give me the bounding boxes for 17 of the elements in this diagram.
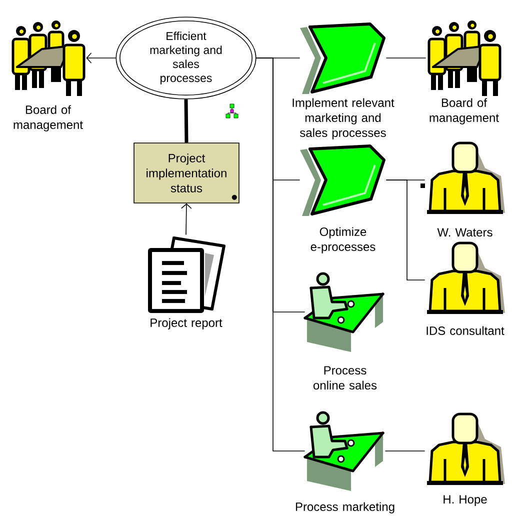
connector-line — [384, 450, 426, 452]
arrow — [181, 203, 192, 236]
node-label: Project report — [150, 318, 222, 330]
connector-line — [256, 58, 306, 452]
connector-line — [184, 99, 188, 143]
node-label: H. Hope — [444, 495, 487, 506]
node-label: Implement relevant marketing and sales processes — [292, 98, 394, 140]
arrow — [86, 52, 116, 64]
node-label: IDS consultant — [426, 326, 504, 335]
node-label: Board of management — [430, 98, 499, 124]
node-label: Process online sales — [313, 366, 377, 390]
node-label: Process marketing — [296, 502, 394, 514]
connector-line — [386, 180, 426, 280]
node-label: W. Waters — [437, 228, 492, 237]
node-label: Board of management — [14, 105, 83, 132]
node-label: Optimize e-processes — [310, 227, 376, 254]
text-box: Project implementation status — [134, 142, 240, 204]
